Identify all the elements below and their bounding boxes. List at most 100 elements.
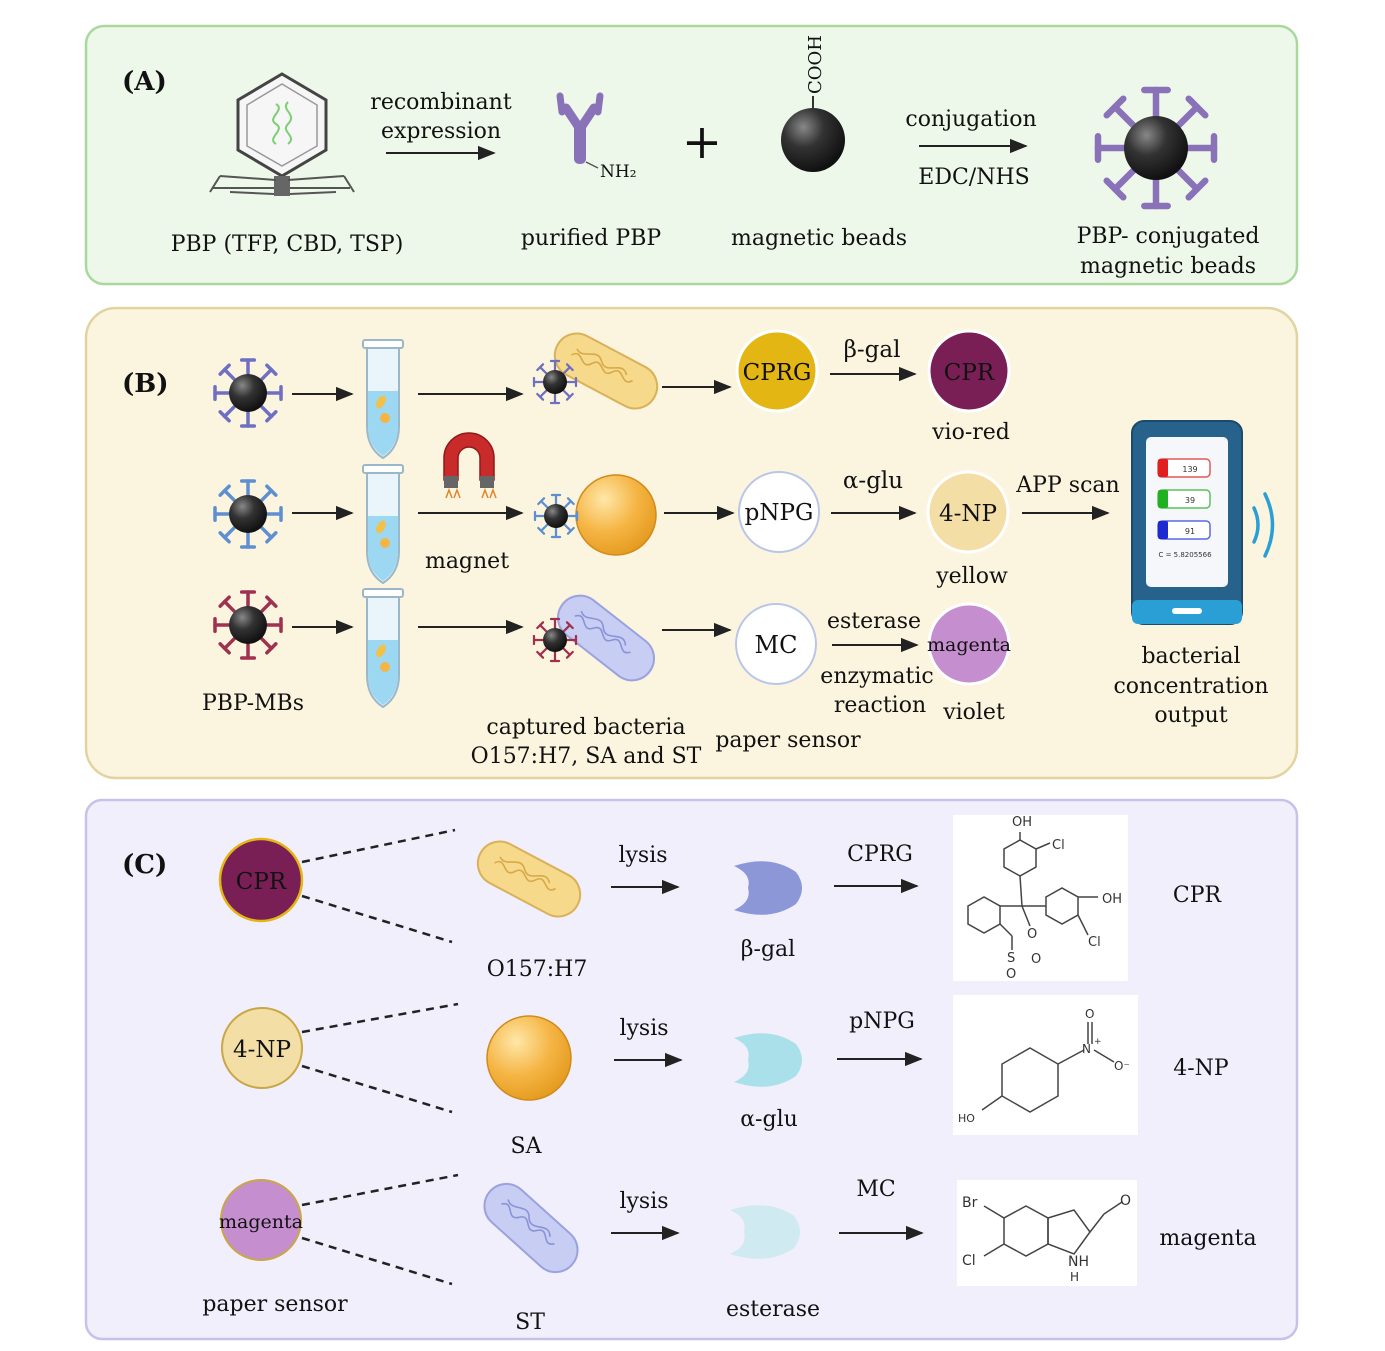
cpr-cl2: Cl	[1088, 935, 1101, 950]
enzymatic-label-line1: enzymatic	[820, 664, 933, 689]
lysis-label-3: lysis	[619, 1189, 668, 1214]
paper-sensor-label-b: paper sensor	[715, 728, 861, 753]
nh2-label: NH₂	[600, 162, 637, 182]
magenta-circle-b	[927, 602, 1011, 686]
phone-concentration: C = 5.8205566	[1158, 551, 1212, 559]
violet-label: violet	[942, 700, 1005, 725]
conjugated-bead-icon	[1094, 86, 1218, 210]
np4-o1: O	[1085, 1007, 1094, 1021]
pnpg-text: pNPG	[745, 500, 814, 526]
np4-ho: HO	[958, 1112, 975, 1125]
output-label-line1: bacterial	[1141, 644, 1240, 669]
magenta-br: Br	[962, 1195, 978, 1211]
esterase-label-c: esterase	[726, 1297, 820, 1322]
phone-value-2: 39	[1185, 496, 1195, 505]
enzymatic-label-line2: reaction	[834, 693, 926, 718]
np4-n: N	[1082, 1042, 1091, 1056]
magenta-o: O	[1120, 1193, 1131, 1209]
vio-red-label: vio-red	[931, 420, 1010, 445]
magenta-text-b: magenta	[927, 634, 1011, 656]
captured-bead-row3	[532, 617, 578, 663]
app-scan-label: APP scan	[1015, 473, 1119, 498]
pnpg-circle	[738, 471, 820, 553]
magnet-label: magnet	[425, 549, 509, 574]
np4-plus: +	[1094, 1037, 1102, 1047]
captured-label-line1: captured bacteria	[486, 715, 685, 740]
sa-label: SA	[511, 1134, 543, 1159]
cpr-s: S	[1007, 951, 1015, 966]
mc-text: MC	[755, 631, 798, 659]
arrow2-bottom-label: EDC/NHS	[918, 165, 1029, 190]
captured-bead-row1	[532, 359, 578, 405]
phone-value-1: 139	[1182, 465, 1197, 474]
magenta-cl: Cl	[962, 1253, 976, 1269]
yellow-label: yellow	[935, 564, 1008, 589]
magnetic-beads-label: magnetic beads	[731, 226, 907, 251]
dashed-connectors	[301, 828, 459, 1286]
panel-c-label: (C)	[122, 850, 167, 880]
phone-value-3: 91	[1185, 527, 1195, 536]
pbp-protein-icon	[556, 92, 604, 169]
magenta-h: H	[1070, 1270, 1079, 1284]
st-label: ST	[515, 1310, 545, 1335]
arrow1-bottom-label: expression	[381, 119, 501, 144]
panel-a-label: (A)	[122, 67, 167, 97]
cpr-text-c: CPR	[236, 869, 287, 895]
captured-label-line2: O157:H7, SA and ST	[471, 744, 702, 769]
magenta-text-c: magenta	[219, 1211, 303, 1233]
alpha-glu-label-b: α-glu	[843, 468, 903, 494]
phage-label: PBP (TFP, CBD, TSP)	[171, 232, 404, 257]
o157-label: O157:H7	[487, 957, 588, 982]
plus-sign: +	[682, 114, 722, 170]
mc-label-c: MC	[856, 1177, 895, 1202]
pbp-mb-icon-row1	[213, 358, 283, 428]
panel-a-background	[84, 24, 1299, 286]
cpr-product-label: CPR	[1173, 883, 1223, 908]
cooh-label: COOH	[805, 35, 826, 94]
mc-circle	[735, 603, 817, 685]
np4-o2: O⁻	[1114, 1059, 1130, 1073]
cprg-label-c: CPRG	[847, 842, 913, 867]
captured-sa-icon	[575, 474, 657, 556]
cpr-structure: OH Cl OH Cl S O O O	[953, 815, 1128, 982]
magnetic-bead-icon	[781, 96, 845, 172]
magnet-icon	[443, 432, 497, 499]
np4-structure: N + O O⁻ HO	[953, 995, 1138, 1135]
esterase-enzyme-icon	[730, 1205, 800, 1259]
conjugated-label-line2: magnetic beads	[1080, 254, 1256, 279]
sa-icon-c	[486, 1015, 572, 1101]
np4-product-label: 4-NP	[1173, 1056, 1229, 1081]
conjugated-label-line1: PBP- conjugated	[1077, 224, 1260, 249]
cpr-o1: O	[1027, 927, 1037, 942]
cprg-circle	[735, 329, 819, 413]
magenta-structure: Br Cl O NH H	[957, 1180, 1137, 1286]
cpr-text-b: CPR	[944, 360, 995, 386]
cprg-text: CPRG	[743, 360, 812, 386]
cpr-circle-c	[218, 837, 304, 923]
pbp-mb-icon-row2	[213, 479, 283, 549]
panel-b-label: (B)	[122, 369, 169, 399]
captured-bead-row2	[533, 493, 579, 539]
alpha-glu-label-c: α-glu	[740, 1107, 798, 1132]
magenta-circle-c	[220, 1179, 302, 1261]
panel-b: (B) PBP-MBs magnet captured bacteria	[84, 306, 1299, 780]
pbp-mbs-label: PBP-MBs	[202, 691, 304, 716]
alpha-glu-enzyme-icon	[734, 1033, 802, 1087]
cpr-o3: O	[1006, 967, 1016, 982]
beta-gal-label-c: β-gal	[741, 937, 795, 962]
arrow1-top-label: recombinant	[370, 90, 512, 115]
cpr-circle-b	[927, 329, 1011, 413]
lysis-label-1: lysis	[618, 843, 667, 868]
esterase-label-b: esterase	[827, 609, 921, 634]
np4-text-c: 4-NP	[233, 1037, 291, 1063]
paper-sensor-label-c: paper sensor	[202, 1292, 348, 1317]
wireless-signal-icon	[1252, 492, 1275, 558]
np4-circle-c	[221, 1007, 303, 1089]
phage-icon	[209, 72, 355, 196]
magenta-product-label: magenta	[1159, 1226, 1256, 1251]
smartphone-icon	[1131, 420, 1243, 625]
output-label-line3: output	[1154, 703, 1228, 728]
cpr-oh1: OH	[1012, 815, 1032, 830]
sample-tube-row3	[362, 588, 404, 708]
magenta-nh: NH	[1068, 1254, 1089, 1270]
